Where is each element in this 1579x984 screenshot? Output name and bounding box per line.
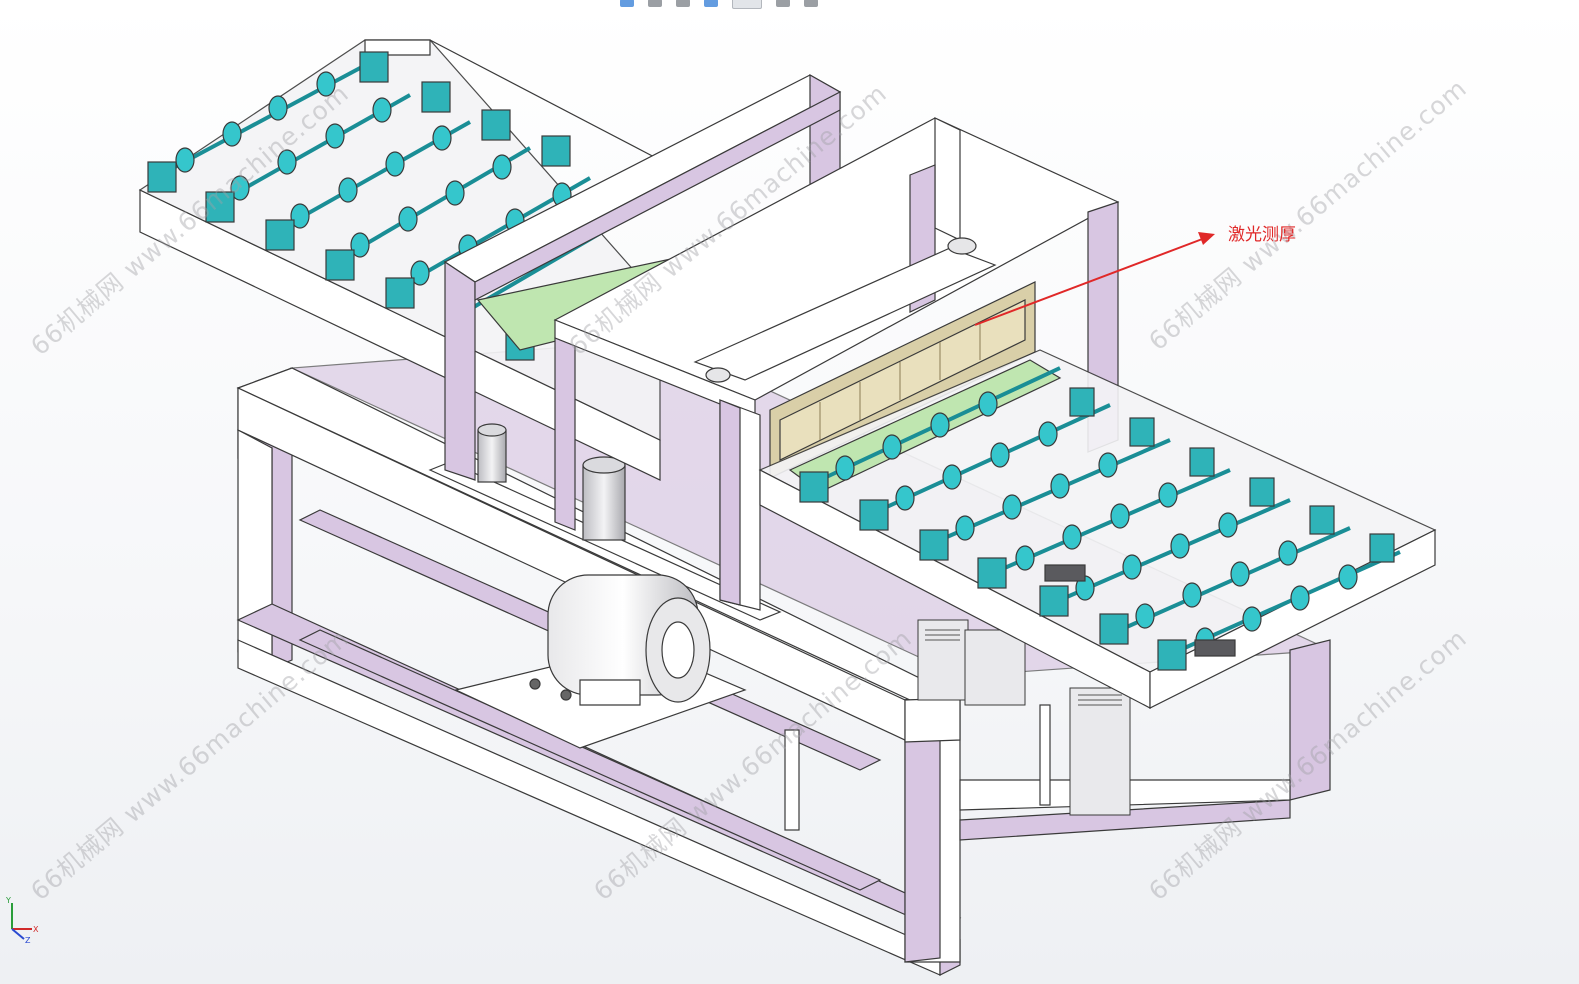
toolbar-section-icon[interactable] (704, 0, 718, 7)
triad-y-label: Y (5, 896, 11, 905)
toolbar-hide-icon[interactable] (776, 0, 790, 7)
annotation-leader (974, 232, 1215, 326)
suction-pipes (477, 423, 626, 541)
toolbar-view-icon[interactable] (620, 0, 634, 7)
outfeed-conveyor (758, 349, 1437, 709)
triad-x-label: X (33, 925, 39, 934)
drive-motor (454, 574, 747, 749)
toolbar-scene-icon[interactable] (804, 0, 818, 7)
laser-sensor-head (693, 237, 1036, 479)
toolbar-display-icon[interactable] (732, 0, 762, 9)
laser-thickness-callout: 激光测厚 (1228, 225, 1296, 245)
toolbar-rotate-icon[interactable] (676, 0, 690, 7)
coordinate-triad-icon: Y X Z (5, 896, 39, 943)
electrical-units (917, 619, 1131, 816)
heads-up-toolbar (620, 0, 980, 10)
triad-z-label: Z (25, 936, 31, 943)
toolbar-zoom-icon[interactable] (648, 0, 662, 7)
